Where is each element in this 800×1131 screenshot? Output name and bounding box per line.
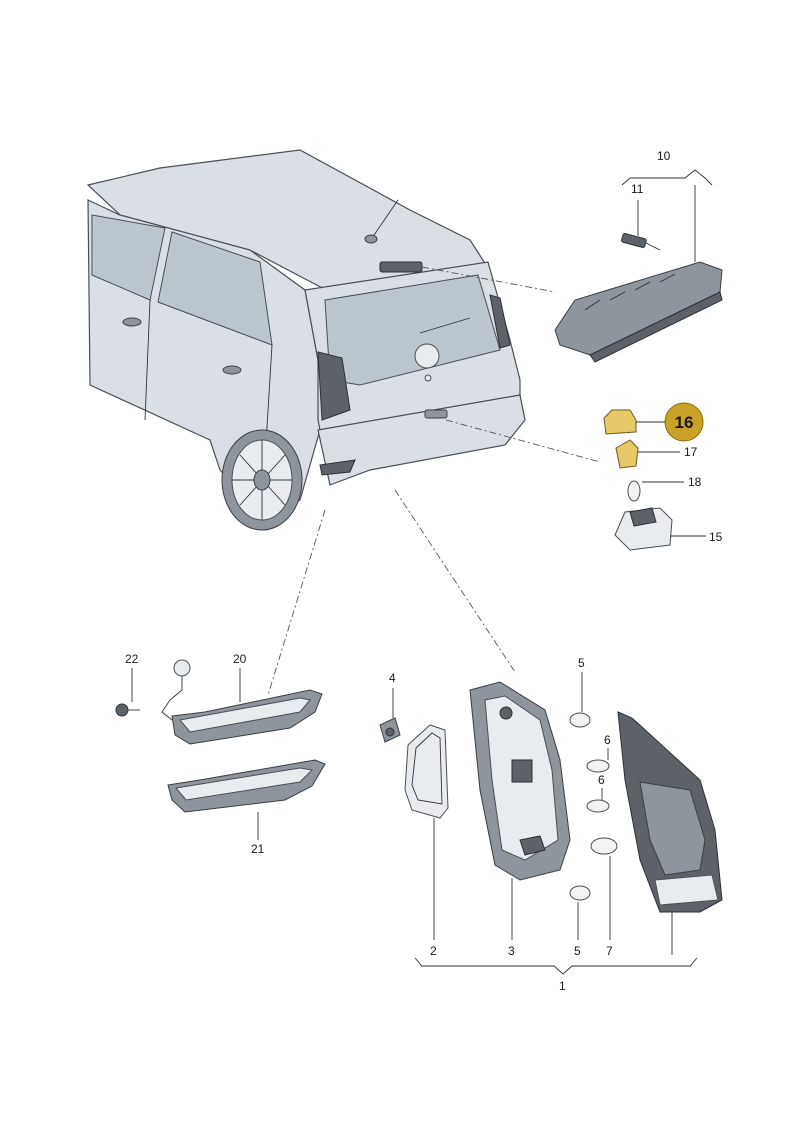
label-22: 22 (125, 652, 139, 666)
label-15: 15 (709, 530, 723, 544)
callout-5-bottom: 5 (574, 902, 581, 958)
callout-18: 18 (642, 475, 702, 489)
license-plate-light (603, 409, 673, 551)
label-21: 21 (251, 842, 265, 856)
callout-4: 4 (389, 671, 396, 718)
label-3: 3 (508, 944, 515, 958)
label-2: 2 (430, 944, 437, 958)
label-6-bottom: 6 (598, 773, 605, 787)
tail-light-assembly (379, 681, 723, 913)
callout-2: 2 (430, 818, 437, 958)
car-illustration (86, 149, 526, 531)
third-brake-light (554, 232, 723, 363)
callout-22: 22 (125, 652, 139, 702)
label-18: 18 (688, 475, 702, 489)
rear-reflectors (115, 659, 326, 813)
label-10: 10 (657, 149, 671, 163)
label-1: 1 (559, 979, 566, 993)
label-6-top: 6 (604, 733, 611, 747)
callout-15: 15 (670, 530, 723, 544)
callout-6-bottom: 6 (598, 773, 605, 800)
label-7: 7 (606, 944, 613, 958)
callout-11: 11 (631, 182, 644, 236)
label-4: 4 (389, 671, 396, 685)
label-5-top: 5 (578, 656, 585, 670)
reference-lines (267, 266, 601, 696)
label-17: 17 (684, 445, 698, 459)
callout-5-top: 5 (578, 656, 585, 712)
label-11: 11 (631, 182, 644, 196)
callout-3: 3 (508, 878, 515, 958)
callout-20: 20 (233, 652, 247, 702)
callout-10: 10 (621, 149, 713, 262)
label-16: 16 (675, 413, 694, 432)
highlight-badge-16[interactable]: 16 (636, 402, 704, 442)
callout-17: 17 (638, 445, 698, 459)
callout-21: 21 (251, 812, 265, 856)
label-20: 20 (233, 652, 247, 666)
callout-6-top: 6 (604, 733, 611, 760)
callout-7: 7 (606, 856, 613, 958)
callout-1: 1 (414, 912, 698, 993)
label-5-bottom: 5 (574, 944, 581, 958)
